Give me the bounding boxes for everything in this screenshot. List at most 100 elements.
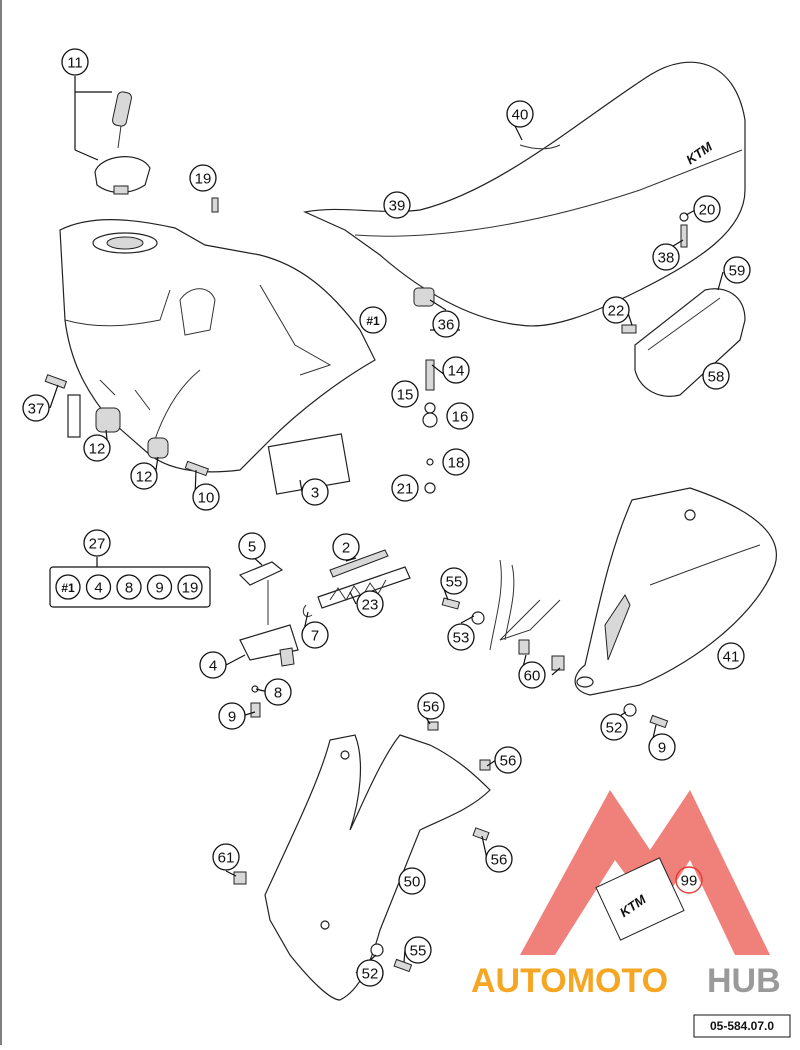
callout-c41[interactable]: 41	[717, 642, 745, 670]
seat-bag	[634, 288, 746, 397]
callout-c22[interactable]: 22	[602, 296, 630, 324]
leader-line	[460, 615, 475, 624]
callout-c27[interactable]: 27	[83, 529, 111, 557]
callout-c55a[interactable]: 55	[440, 567, 468, 595]
ignition-key	[112, 91, 132, 149]
callout-label: 41	[723, 649, 740, 666]
callout-c23[interactable]: 23	[356, 590, 384, 618]
callout-c16[interactable]: 16	[446, 402, 474, 430]
callout-c53[interactable]: 53	[447, 623, 475, 651]
callout-label: 37	[28, 401, 45, 418]
leader-line	[551, 667, 561, 676]
leader-line	[225, 870, 237, 877]
callout-c1[interactable]: #1	[359, 306, 387, 334]
kit-27-item[interactable]: 19	[177, 574, 203, 600]
watermark-text-hub: HUB	[707, 962, 781, 1000]
callout-c10[interactable]: 10	[192, 483, 220, 511]
callout-label: 14	[448, 363, 465, 380]
leader-line	[49, 384, 59, 409]
callout-c38[interactable]: 38	[652, 243, 680, 271]
callout-c15[interactable]: 15	[391, 380, 419, 408]
callout-c7[interactable]: 7	[301, 621, 329, 649]
kit-27-item[interactable]: 8	[116, 574, 142, 600]
watermark-text-automoto: AUTOMOTO	[471, 962, 668, 1000]
callout-c18[interactable]: 18	[442, 448, 470, 476]
callout-label: 61	[218, 850, 235, 867]
callout-c9a[interactable]: 9	[218, 702, 246, 730]
side-cover-right	[574, 487, 777, 696]
hardware	[44, 197, 689, 495]
leader-line	[225, 654, 246, 666]
callout-label: 22	[608, 303, 625, 320]
callout-c8[interactable]: 8	[264, 678, 292, 706]
callout-label: 27	[89, 536, 106, 553]
kit-27-item[interactable]: 9	[146, 574, 173, 600]
callout-c37[interactable]: 37	[22, 394, 50, 422]
kit-27-item-label: 19	[182, 580, 199, 597]
callout-label: 20	[699, 202, 716, 219]
screw-9-right	[649, 714, 669, 729]
callout-label: 9	[228, 709, 236, 726]
callout-label: 7	[311, 628, 319, 645]
callout-c52a[interactable]: 52	[600, 713, 628, 741]
callout-label: 9	[658, 740, 666, 757]
callout-c56b[interactable]: 56	[494, 746, 522, 774]
callout-c5[interactable]: 5	[238, 532, 266, 560]
callout-c21[interactable]: 21	[391, 474, 419, 502]
callout-label: 3	[311, 485, 319, 502]
kit-27-item[interactable]: #1	[55, 574, 81, 600]
callout-c61[interactable]: 61	[212, 843, 240, 871]
callout-label: 50	[404, 874, 421, 891]
callout-label: 8	[274, 685, 282, 702]
callout-c60[interactable]: 60	[518, 661, 546, 689]
drawing-number: 05-584.07.0	[710, 1019, 774, 1033]
callout-c3[interactable]: 3	[301, 478, 329, 506]
callout-c14[interactable]: 14	[442, 356, 470, 384]
callout-c58[interactable]: 58	[702, 362, 730, 390]
fuel-tank	[59, 219, 376, 473]
callout-c52b[interactable]: 52	[356, 959, 384, 987]
callout-c9b[interactable]: 9	[648, 733, 676, 761]
kit-27-item[interactable]: 4	[85, 574, 112, 600]
callout-c4[interactable]: 4	[199, 651, 227, 679]
callout-c19a[interactable]: 19	[189, 164, 217, 192]
callout-c40[interactable]: 40	[506, 100, 534, 128]
kit-27-item-label: #1	[61, 581, 75, 595]
callout-c2[interactable]: 2	[332, 533, 360, 561]
callout-c39[interactable]: 39	[383, 191, 411, 219]
callout-c56c[interactable]: 56	[485, 845, 513, 873]
callout-c12a[interactable]: 12	[83, 434, 111, 462]
leader-line	[429, 299, 447, 311]
callout-label: 10	[198, 490, 215, 507]
callout-label: #1	[366, 314, 380, 328]
callout-c20[interactable]: 20	[693, 195, 721, 223]
callout-c59[interactable]: 59	[723, 256, 751, 284]
callout-label: 52	[362, 966, 379, 983]
callout-label: 2	[342, 540, 350, 557]
callout-c50[interactable]: 50	[398, 867, 426, 895]
kit-27-item-label: 8	[125, 580, 133, 597]
fuel-tap	[238, 561, 299, 718]
callout-c56a[interactable]: 56	[417, 692, 445, 720]
callout-c99[interactable]: 99	[675, 866, 703, 894]
callout-label: 18	[448, 455, 465, 472]
callout-c12b[interactable]: 12	[130, 462, 158, 490]
callout-label: 58	[708, 369, 725, 386]
washer-52-right	[623, 703, 637, 717]
seat: KTM	[303, 61, 746, 327]
callout-c55b[interactable]: 55	[404, 936, 432, 964]
callout-label: 19	[195, 171, 212, 188]
callout-label: 12	[89, 441, 106, 458]
callout-label: 11	[67, 55, 83, 72]
kit-27-item-label: 4	[94, 580, 102, 597]
leader-line	[349, 591, 357, 605]
callout-label: 16	[452, 409, 469, 426]
callout-label: 59	[729, 263, 746, 280]
callout-c36[interactable]: 36	[432, 310, 460, 338]
callout-c11[interactable]: 11	[61, 48, 89, 76]
callout-label: 56	[500, 753, 517, 770]
